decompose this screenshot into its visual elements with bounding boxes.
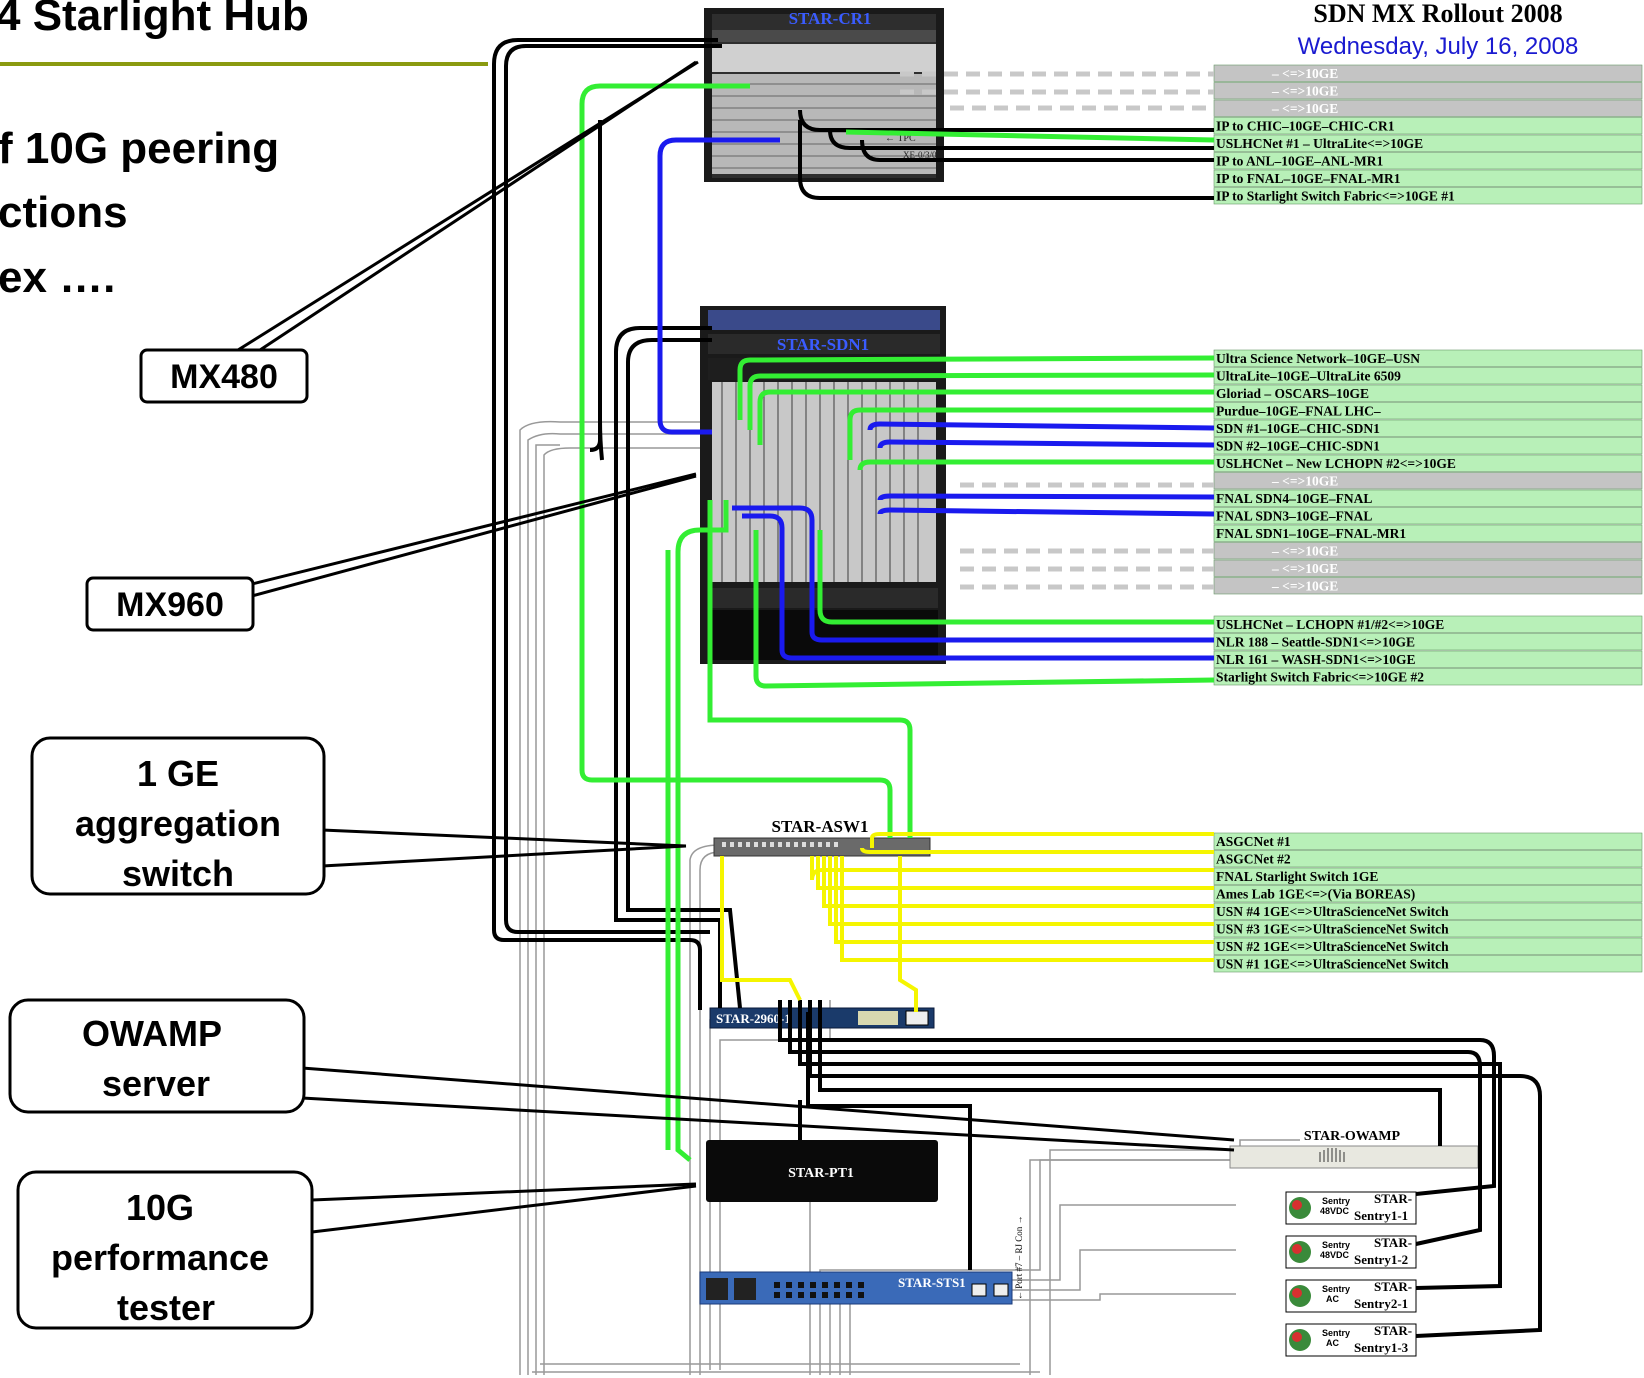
asw1-links-row-text: USN #3 1GE<=>UltraScienceNet Switch (1216, 922, 1449, 937)
asw1-links-row-text: FNAL Starlight Switch 1GE (1216, 869, 1378, 884)
green-10ge-cables (582, 86, 1214, 1160)
sdn1-links_b-row-text: USLHCNet – LCHOPN #1/#2<=>10GE (1216, 617, 1444, 632)
star-cr1-chassis: STAR-CR1 ← TPC XE-0/3/0 (704, 8, 944, 182)
sdn1-links-row-text: – <=>10GE (1271, 579, 1338, 594)
star-sts1-console: STAR-STS1 ← Port #7 – RJ Con → (700, 1215, 1024, 1304)
sdn1-links_b-row-text: NLR 188 – Seattle-SDN1<=>10GE (1216, 635, 1415, 650)
sentry-3-model: AC (1326, 1294, 1339, 1304)
cr1-links-row-text: – <=>10GE (1271, 84, 1338, 99)
sdn1-links-row-text: Ultra Science Network–10GE–USN (1216, 351, 1420, 366)
callout-agg-line-3: switch (122, 853, 234, 894)
callout-owamp-line-2: server (102, 1063, 210, 1104)
cr1-links-row-text: – <=>10GE (1271, 101, 1338, 116)
sentry-1-name2: Sentry1-1 (1354, 1208, 1408, 1223)
sdn1-links-row-text: FNAL SDN3–10GE–FNAL (1216, 509, 1372, 524)
sentry-1-model: 48VDC (1320, 1206, 1350, 1216)
sdn1-label: STAR-SDN1 (777, 335, 869, 354)
diagram-title: SDN MX Rollout 2008 (1313, 0, 1562, 28)
sts1-label: STAR-STS1 (898, 1275, 966, 1290)
callout-perf-line-2: performance (51, 1237, 269, 1278)
asw1-links-row-text: ASGCNet #2 (1216, 852, 1291, 867)
sdn1-links-row-text: – <=>10GE (1271, 474, 1338, 489)
callout-agg-line-1: 1 GE (137, 753, 219, 794)
sdn1-links-row-text: SDN #1–10GE–CHIC-SDN1 (1216, 421, 1380, 436)
sdn1-links-row-text: FNAL SDN1–10GE–FNAL-MR1 (1216, 526, 1406, 541)
sentry-4-model: AC (1326, 1338, 1339, 1348)
bullet-line-2: ctions (0, 188, 128, 237)
callout-perf-line-3: tester (117, 1287, 215, 1328)
star-pt1-tester: STAR-PT1 (706, 1140, 938, 1202)
asw1-link-list: ASGCNet #1 ASGCNet #2 FNAL Starlight Switc… (1214, 833, 1642, 972)
cr1-link-list: – <=>10GE – <=>10GE – <=>10GE IP to CHIC–10… (1214, 65, 1642, 204)
diagram-date: Wednesday, July 16, 2008 (1298, 33, 1579, 60)
callout-mx480-text: MX480 (170, 358, 278, 396)
callout-agg-line-2: aggregation (75, 803, 281, 844)
asw1-links-row-text: USN #2 1GE<=>UltraScienceNet Switch (1216, 939, 1449, 954)
callout-perf-line-1: 10G (126, 1187, 194, 1228)
asw1-links-row-text: USN #4 1GE<=>UltraScienceNet Switch (1216, 904, 1449, 919)
callout-owamp-line-1: OWAMP (82, 1013, 222, 1054)
sdn1-links_b-row-text: NLR 161 – WASH-SDN1<=>10GE (1216, 652, 1415, 667)
cr1-links-row-text: USLHCNet #1 – UltraLite<=>10GE (1216, 136, 1423, 151)
sdn1-links-row-text: FNAL SDN4–10GE–FNAL (1216, 491, 1372, 506)
cr1-label: STAR-CR1 (789, 9, 872, 28)
asw1-links-row-text: USN #1 1GE<=>UltraScienceNet Switch (1216, 957, 1449, 972)
asw1-links-row-text: ASGCNet #1 (1216, 834, 1291, 849)
sdn1-links-row-text: Purdue–10GE–FNAL LHC– (1216, 404, 1381, 419)
pt1-label: STAR-PT1 (788, 1166, 854, 1181)
owamp-label: STAR-OWAMP (1304, 1129, 1401, 1144)
sdn1-links-row-text: USLHCNet – New LCHOPN #2<=>10GE (1216, 456, 1456, 471)
sentry-1: Sentry 48VDC STAR- Sentry1-1 (1286, 1191, 1416, 1224)
sentry-4-name2: Sentry1-3 (1354, 1340, 1409, 1355)
cr1-links-row-text: IP to ANL–10GE–ANL-MR1 (1216, 154, 1384, 169)
cr1-links-row-text: IP to FNAL–10GE–FNAL-MR1 (1216, 171, 1401, 186)
sts-port-label: ← Port #7 – RJ Con → (1014, 1215, 1024, 1300)
sdn1-links_b-row-text: Starlight Switch Fabric<=>10GE #2 (1216, 670, 1424, 685)
sentry-3-name1: STAR- (1374, 1279, 1412, 1294)
cr1-links-row-text: – <=>10GE (1271, 66, 1338, 81)
sentry-3: Sentry AC STAR- Sentry2-1 (1286, 1279, 1416, 1312)
sentry-4: Sentry AC STAR- Sentry1-3 (1286, 1323, 1416, 1356)
callout-aggregation: 1 GE aggregation switch (32, 738, 686, 894)
sdn1-links-row-text: SDN #2–10GE–CHIC-SDN1 (1216, 439, 1380, 454)
bullet-line-3: ex …. (0, 253, 115, 302)
sentry-2-model: 48VDC (1320, 1250, 1350, 1260)
cr1-links-row-text: IP to CHIC–10GE–CHIC-CR1 (1216, 119, 1395, 134)
slide-title: 4 Starlight Hub (0, 0, 309, 40)
asw1-links-row-text: Ames Lab 1GE<=>(Via BOREAS) (1216, 887, 1415, 902)
asw1-label: STAR-ASW1 (772, 817, 869, 836)
callout-mx960: MX960 (87, 474, 696, 630)
sentry-3-name2: Sentry2-1 (1354, 1296, 1408, 1311)
sdn1-links-row-text: – <=>10GE (1271, 544, 1338, 559)
sentry-2-name1: STAR- (1374, 1235, 1412, 1250)
cr1-links-row-text: IP to Starlight Switch Fabric<=>10GE #1 (1216, 189, 1455, 204)
sdn1-links-row-text: UltraLite–10GE–UltraLite 6509 (1216, 369, 1401, 384)
sentry-2-name2: Sentry1-2 (1354, 1252, 1408, 1267)
bullet-line-1: f 10G peering (0, 124, 279, 173)
sentry-2: Sentry 48VDC STAR- Sentry1-2 (1286, 1235, 1416, 1268)
sdn1-link-list: Ultra Science Network–10GE–USN UltraLite–… (1214, 350, 1642, 594)
sentry-2-brand: Sentry (1322, 1240, 1350, 1250)
sentry-1-brand: Sentry (1322, 1196, 1350, 1206)
callout-mx960-text: MX960 (116, 586, 224, 624)
sdn1-links-row-text: Gloriad – OSCARS–10GE (1216, 386, 1369, 401)
sentry-4-name1: STAR- (1374, 1323, 1412, 1338)
sentry-3-brand: Sentry (1322, 1284, 1350, 1294)
sdn1-link-list-b: USLHCNet – LCHOPN #1/#2<=>10GE NLR 188 – … (1214, 616, 1642, 685)
yellow-1ge-cables (722, 834, 1214, 1012)
sentry-1-name1: STAR- (1374, 1191, 1412, 1206)
sdn1-links-row-text: – <=>10GE (1271, 561, 1338, 576)
sentry-4-brand: Sentry (1322, 1328, 1350, 1338)
callout-perf: 10G performance tester (18, 1172, 696, 1328)
